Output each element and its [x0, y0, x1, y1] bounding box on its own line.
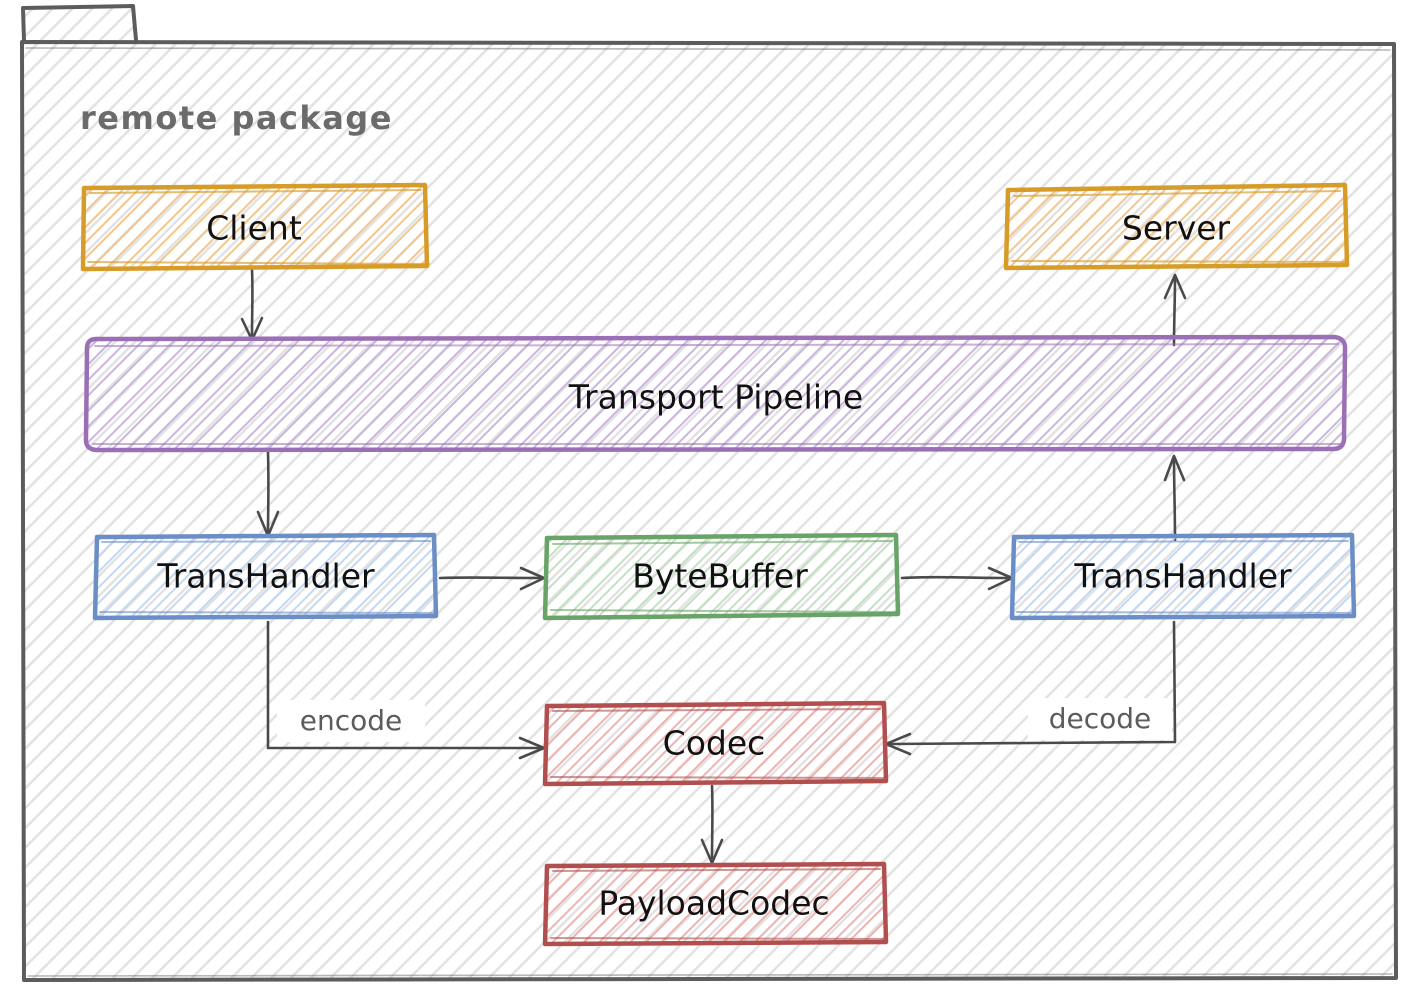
node-transport-pipeline-shape[interactable] — [83, 334, 1348, 453]
edge-label-decode: decode — [1028, 698, 1172, 740]
edge-label-encode-bg — [277, 700, 425, 742]
node-transport-pipeline-label: Transport Pipeline — [568, 378, 864, 417]
node-server-sketch — [1011, 190, 1349, 263]
node-bytebuffer[interactable]: ByteBuffer — [542, 532, 901, 621]
node-transport-pipeline[interactable]: Transport Pipeline — [83, 334, 1348, 453]
node-codec[interactable]: Codec — [542, 700, 889, 787]
package-body — [20, 40, 1398, 982]
node-client-sketch — [87, 189, 430, 265]
node-transhandler-right-shape[interactable] — [1009, 532, 1357, 621]
node-transhandler-right-label: TransHandler — [1073, 557, 1292, 596]
node-server-shape[interactable] — [1003, 182, 1350, 271]
node-bytebuffer-shape[interactable] — [542, 532, 901, 621]
node-transhandler-right-sketch — [1016, 540, 1356, 614]
package-sketch-stroke — [25, 47, 1391, 51]
node-server-label: Server — [1122, 209, 1231, 248]
edge-label-decode-bg — [1028, 698, 1172, 740]
node-transhandler-left-sketch — [99, 540, 438, 614]
node-transhandler-left-label: TransHandler — [156, 557, 375, 596]
node-payloadcodec[interactable]: PayloadCodec — [542, 861, 889, 947]
node-transhandler-left-shape[interactable] — [92, 532, 439, 621]
node-transhandler-left[interactable]: TransHandler — [92, 532, 439, 621]
package-title: remote package — [80, 99, 393, 137]
edge-label-decode-text: decode — [1049, 702, 1152, 735]
node-codec-shape[interactable] — [542, 700, 889, 787]
node-server[interactable]: Server — [1003, 182, 1350, 271]
package-container: remote package — [20, 4, 1398, 982]
node-codec-label: Codec — [663, 724, 766, 763]
node-transhandler-right[interactable]: TransHandler — [1009, 532, 1357, 621]
node-codec-sketch — [550, 708, 888, 779]
edge-transhandler-to-pipeline — [1163, 454, 1186, 542]
node-transport-pipeline-sketch — [92, 343, 1341, 445]
node-client-shape[interactable] — [80, 182, 430, 272]
node-payloadcodec-sketch — [550, 868, 888, 940]
node-client[interactable]: Client — [80, 182, 430, 272]
edge-label-encode-text: encode — [300, 704, 403, 737]
package-sketch-stroke-2 — [27, 973, 1393, 977]
node-client-label: Client — [206, 209, 302, 248]
package-tab — [21, 4, 138, 43]
node-bytebuffer-sketch — [550, 540, 900, 613]
node-bytebuffer-label: ByteBuffer — [632, 557, 808, 596]
node-payloadcodec-label: PayloadCodec — [598, 884, 829, 923]
node-payloadcodec-shape[interactable] — [542, 861, 889, 947]
edge-label-encode: encode — [277, 700, 425, 742]
